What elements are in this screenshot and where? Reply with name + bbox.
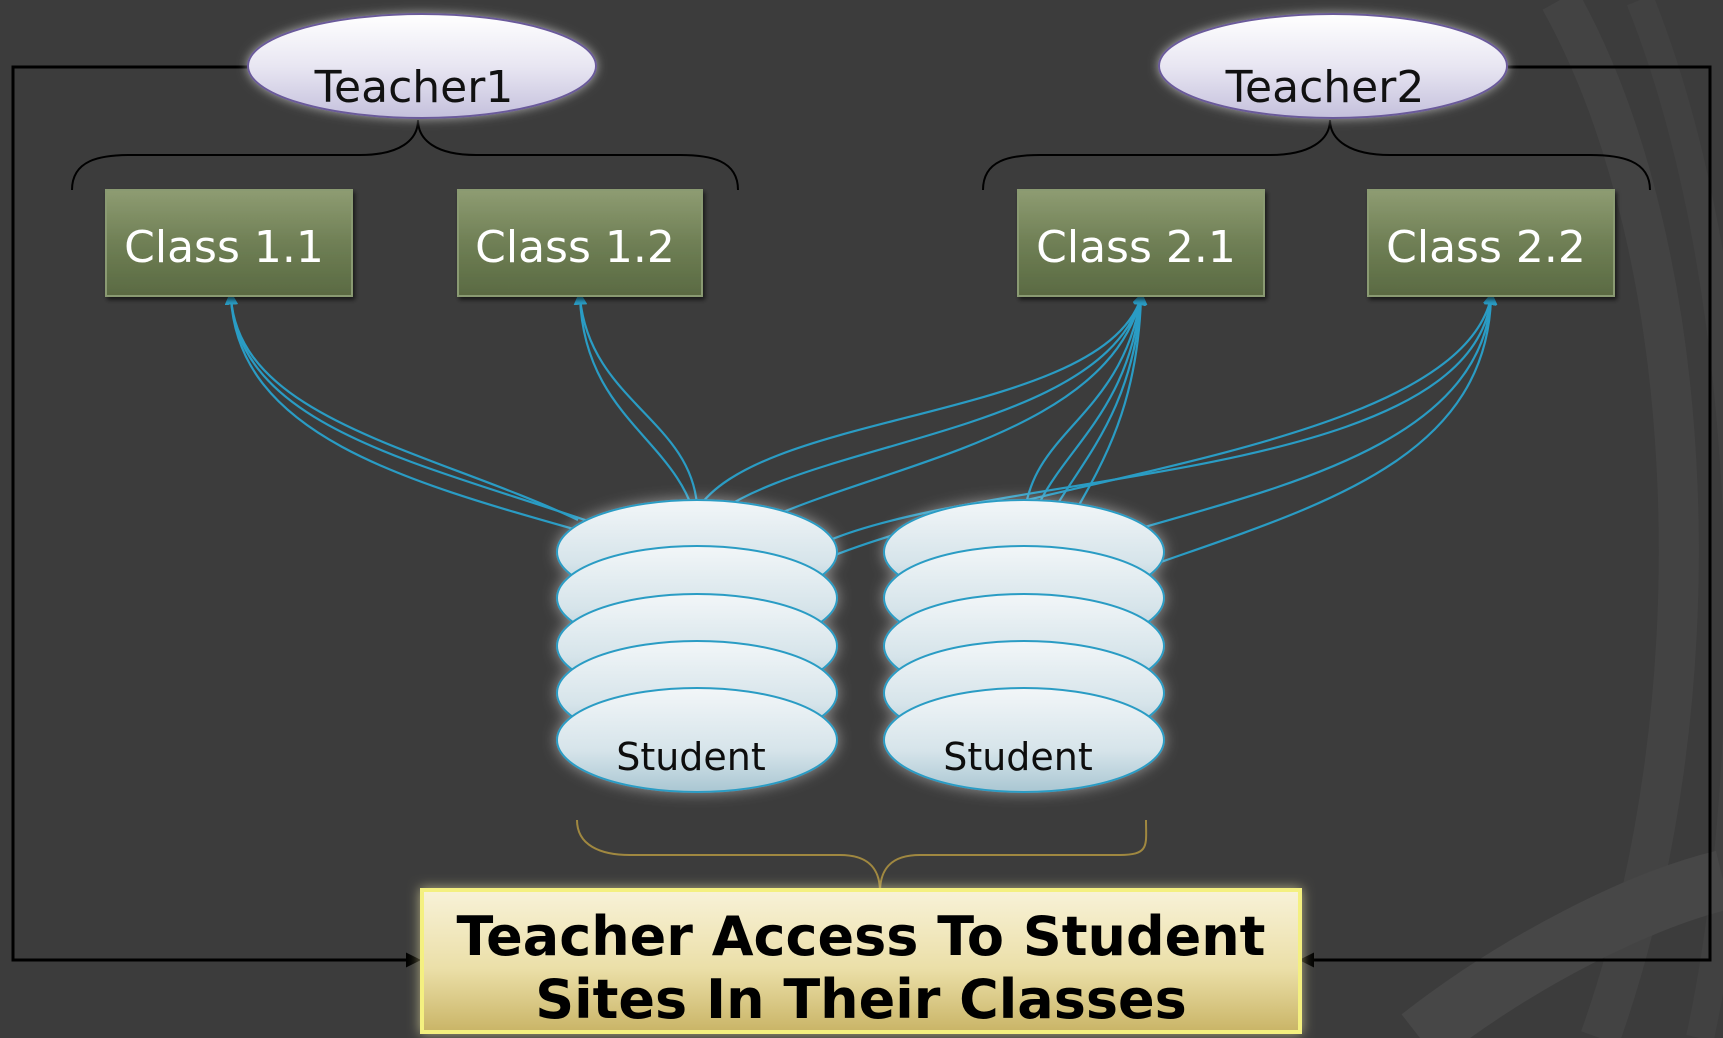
class-1-2-label: Class 1.2 xyxy=(475,222,675,273)
access-box-line1: Teacher Access To Student xyxy=(457,905,1266,968)
flow-line xyxy=(224,291,579,521)
flow-line xyxy=(696,291,1146,511)
teacher1-brace xyxy=(71,119,739,191)
access-box-rect xyxy=(420,888,1302,1034)
flow-line xyxy=(573,291,699,526)
flow-line xyxy=(574,291,699,506)
teacher2-connector xyxy=(1299,65,1712,968)
teacher1-node[interactable]: Teacher1 xyxy=(247,13,597,119)
flow-line xyxy=(1022,291,1147,521)
student-disk xyxy=(883,687,1165,793)
teacher2-ellipse xyxy=(1158,13,1508,119)
access-box[interactable]: Teacher Access To Student Sites In Their… xyxy=(420,888,1302,1034)
student-stack-2[interactable]: Student xyxy=(883,499,1165,793)
teacher2-brace xyxy=(982,119,1651,191)
class-2-2-box xyxy=(1367,189,1615,297)
class-1-1-node[interactable]: Class 1.1 xyxy=(105,189,353,297)
teacher2-node[interactable]: Teacher2 xyxy=(1158,13,1508,119)
decorative-arcs xyxy=(1401,0,1723,1038)
teacher2-label: Teacher2 xyxy=(1225,62,1425,113)
teacher-braces xyxy=(71,119,1651,191)
flow-line xyxy=(829,291,1497,542)
class-1-1-box xyxy=(105,189,353,297)
class-2-1-box xyxy=(1017,189,1265,297)
class-2-1-node[interactable]: Class 2.1 xyxy=(1017,189,1265,297)
access-box-line2: Sites In Their Classes xyxy=(535,968,1187,1031)
student-label: Student xyxy=(616,735,766,779)
class-1-2-node[interactable]: Class 1.2 xyxy=(457,189,703,297)
student-stacks: Student Student xyxy=(556,499,1165,793)
flow-line xyxy=(749,291,1496,601)
class-1-1-label: Class 1.1 xyxy=(124,222,324,273)
flow-line xyxy=(696,291,1146,531)
class-2-1-label: Class 2.1 xyxy=(1036,222,1236,273)
student-disk xyxy=(556,687,838,793)
student-label: Student xyxy=(943,735,1093,779)
teacher1-connector xyxy=(11,65,421,968)
flow-line xyxy=(224,291,641,542)
class-2-2-node[interactable]: Class 2.2 xyxy=(1367,189,1615,297)
class-2-2-label: Class 2.2 xyxy=(1386,222,1586,273)
teacher1-ellipse xyxy=(247,13,597,119)
student-stack-1[interactable]: Student xyxy=(556,499,838,793)
teacher1-label: Teacher1 xyxy=(314,62,514,113)
class-1-2-box xyxy=(457,189,703,297)
teacher-access-connectors xyxy=(11,65,1712,968)
